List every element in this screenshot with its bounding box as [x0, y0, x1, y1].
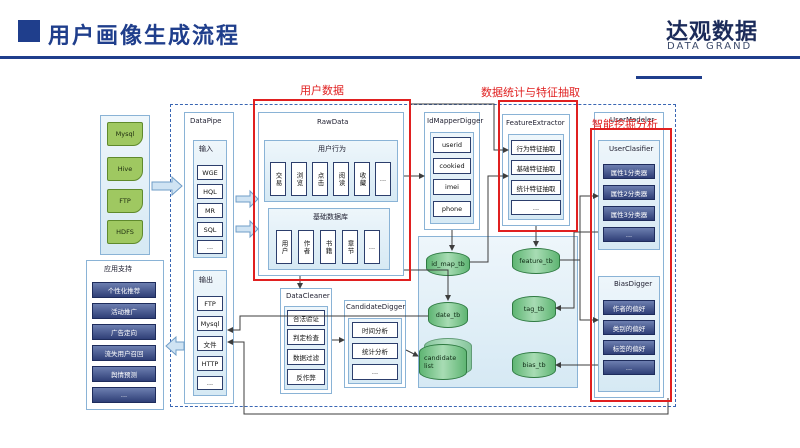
app-item: 流失用户召回 — [92, 345, 156, 361]
idmapper-item: imei — [433, 179, 471, 195]
title-accent-block — [18, 20, 40, 42]
candidate-item: 时间分析 — [352, 322, 398, 338]
behavior-title: 用户行为 — [318, 145, 346, 153]
datapipe-to-apps-arrow — [165, 335, 185, 357]
behavior-item: 阅读 — [333, 162, 349, 196]
feature-item: 基础特征抽取 — [511, 160, 561, 175]
apps-title: 应用支持 — [104, 265, 132, 273]
bias-item: ... — [603, 360, 655, 375]
feature-item: ... — [511, 200, 561, 215]
datapipe-input-panel — [193, 140, 227, 258]
input-item: HQL — [197, 184, 223, 199]
mining-annotation: 智能挖掘分析 — [592, 118, 658, 131]
feature-title: FeatureExtractor — [506, 119, 565, 127]
usermodeler-title: UserModeler — [610, 116, 655, 124]
mining-highlight — [590, 128, 672, 402]
base-item: ... — [364, 230, 380, 264]
input-item: SQL — [197, 222, 223, 237]
behavior-item: 收藏 — [354, 162, 370, 196]
input-item: MR — [197, 203, 223, 218]
datapipe-title: DataPipe — [190, 117, 222, 125]
candidate-to-list-line — [405, 349, 419, 357]
behavior-item: 浏览 — [291, 162, 307, 196]
table-bias: bias_tb — [512, 352, 556, 378]
output-item: FTP — [197, 296, 223, 311]
output-item: Mysql — [197, 316, 223, 331]
idmapper-item: phone — [433, 201, 471, 217]
clasifier-item: 属性2分类器 — [603, 185, 655, 200]
sources-to-datapipe-arrow — [151, 175, 183, 197]
clasifier-title: UserClasifier — [609, 145, 654, 153]
clasifier-item: 属性1分类器 — [603, 164, 655, 179]
behavior-item: 交易 — [270, 162, 286, 196]
app-item: 活动推广 — [92, 303, 156, 319]
bias-item: 标签的偏好 — [603, 340, 655, 355]
app-item: ... — [92, 387, 156, 403]
source-hive: Hive — [107, 157, 143, 181]
source-ftp: FTP — [107, 189, 143, 213]
app-item: 广告定向 — [92, 324, 156, 340]
datapipe-input-label: 输入 — [199, 145, 213, 153]
input-item: ... — [197, 240, 223, 254]
app-item: 舆情预测 — [92, 366, 156, 382]
base-title: 基础数据库 — [313, 213, 348, 221]
featuretb-to-modeler-line — [560, 193, 599, 261]
feature-stats-annotation: 数据统计与特征抽取 — [481, 86, 580, 99]
idmapper-title: IdMapperDigger — [427, 117, 484, 125]
datapipe-output-panel — [193, 270, 227, 396]
modeler-to-tag-line — [555, 231, 598, 311]
header-bar — [0, 0, 800, 62]
bias-item: 类别的偏好 — [603, 320, 655, 335]
candidate-item: 统计分析 — [352, 343, 398, 359]
tables-to-output-line — [227, 339, 669, 415]
feature-item: 行为特征抽取 — [511, 140, 561, 155]
user-data-annotation: 用户数据 — [300, 84, 344, 97]
base-item: 章节 — [342, 230, 358, 264]
bias-item: 作者的偏好 — [603, 300, 655, 315]
source-hdfs: HDFS — [107, 220, 143, 244]
logo-subtext: DATA GRAND — [667, 41, 753, 52]
behavior-item: 点击 — [312, 162, 328, 196]
base-item: 作者 — [298, 230, 314, 264]
base-item: 书籍 — [320, 230, 336, 264]
table-feature: feature_tb — [512, 248, 560, 274]
logo-underline — [636, 76, 702, 79]
featuretb-to-bias-line — [579, 260, 599, 323]
table-tag: tag_tb — [512, 296, 556, 322]
idmapper-item: cookied — [433, 158, 471, 174]
rawdata-title: RawData — [317, 118, 349, 126]
candidate-item: ... — [352, 364, 398, 380]
feature-item: 统计特征抽取 — [511, 180, 561, 195]
candidate-list: candidate list — [419, 344, 467, 380]
app-item: 个性化推荐 — [92, 282, 156, 298]
rawdata-to-feature-line — [409, 103, 509, 153]
header-divider — [0, 56, 800, 59]
candidate-title: CandidateDigger — [346, 303, 406, 311]
datacleaner-title: DataCleaner — [286, 292, 330, 300]
cleaner-item: 数据过滤 — [287, 349, 325, 365]
cleaner-item: 合法验证 — [287, 310, 325, 326]
feature-stats-highlight — [498, 100, 578, 232]
source-mysql: Mysql — [107, 122, 143, 146]
idmapper-item: userid — [433, 137, 471, 153]
cleaner-item: 反作弊 — [287, 369, 325, 385]
input-item: WGE — [197, 165, 223, 180]
date-to-output-line — [227, 315, 428, 333]
output-item: ... — [197, 376, 223, 390]
rawdata-to-date-line — [404, 269, 451, 301]
output-item: HTTP — [197, 356, 223, 371]
clasifier-item: 属性3分类器 — [603, 206, 655, 221]
base-item: 用户 — [276, 230, 292, 264]
datapipe-output-label: 输出 — [199, 276, 213, 284]
page-title: 用户画像生成流程 — [48, 24, 241, 49]
user-data-highlight — [253, 99, 411, 281]
behavior-item: ... — [375, 162, 391, 196]
cleaner-item: 判定检查 — [287, 329, 325, 345]
logo-text: 达观数据 — [666, 20, 759, 45]
table-date: date_tb — [428, 302, 468, 328]
biasdigger-title: BiasDigger — [614, 280, 653, 288]
output-item: 文件 — [197, 336, 223, 351]
clasifier-item: ... — [603, 227, 655, 242]
